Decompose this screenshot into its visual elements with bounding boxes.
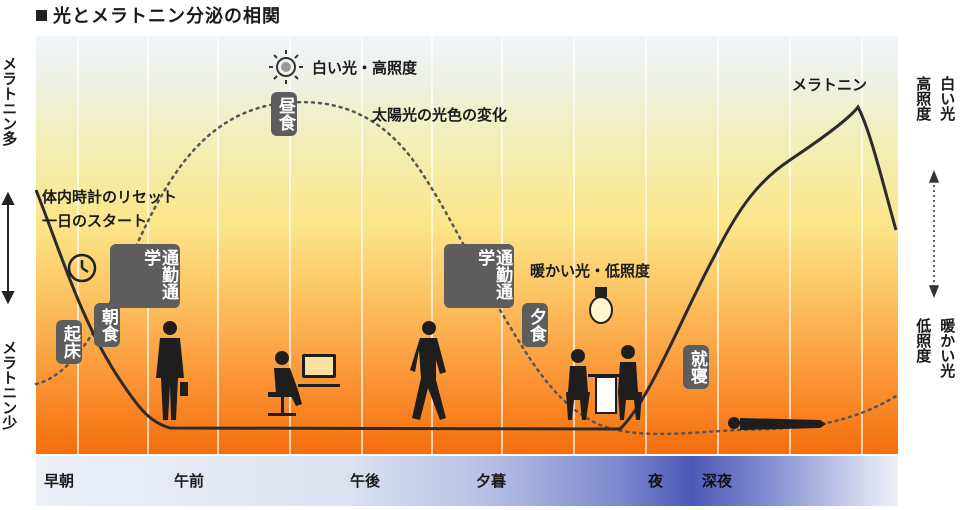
sleep-badge: 就寝: [683, 345, 709, 389]
time-label-dusk: 夕暮: [476, 472, 507, 490]
left-axis-label-top: メラトニン多: [0, 56, 19, 146]
melatonin-curve: [34, 104, 898, 431]
dining-couple-icon: [566, 345, 642, 420]
white-light-label: 白い光・高照度: [312, 59, 418, 77]
breakfast-badge: 朝食: [94, 303, 120, 347]
warm-light-label: 暖かい光・低照度: [530, 262, 651, 280]
walking-person-icon: [410, 321, 446, 420]
left-axis-arrow: [1, 191, 15, 305]
title-text: 光とメラトニン分泌の相関: [53, 6, 281, 27]
body-clock-label-line1: 体内時計のリセット: [42, 188, 178, 206]
right-axis-arrow: [928, 169, 940, 299]
sunlight-color-curve: [34, 100, 900, 436]
title-square-mark: [36, 10, 47, 21]
sunlight-change-label: 太陽光の光色の変化: [372, 106, 508, 124]
clock-icon: [67, 253, 97, 283]
body-clock-label-line2: 一日のスタート: [42, 212, 148, 230]
time-label-night: 夜: [648, 472, 664, 490]
sun-icon: [269, 50, 303, 84]
right-axis-label-top-col2: 白い光: [938, 76, 957, 121]
commute-am-badge: 通勤通学: [110, 244, 180, 308]
business-person-icon: [156, 321, 188, 420]
time-of-day-bar: [36, 456, 898, 506]
right-axis-label-top-col1: 高照度: [914, 76, 933, 121]
melatonin-label: メラトニン: [792, 76, 868, 94]
page-title: 光とメラトニン分泌の相関: [36, 2, 281, 28]
right-axis-label-bottom-col2: 暖かい光: [938, 318, 957, 378]
wake-badge: 起床: [56, 320, 82, 364]
time-label-early-morning: 早朝: [44, 472, 75, 490]
right-axis-label-bottom-col1: 低照度: [914, 318, 933, 363]
light-bulb-icon: [589, 287, 613, 324]
time-label-afternoon: 午後: [350, 472, 381, 490]
commute-pm-badge: 通勤通学: [444, 244, 514, 308]
lunch-badge: 昼食: [271, 92, 297, 136]
time-label-morning: 午前: [174, 472, 205, 490]
sleeping-person-icon: [728, 417, 826, 430]
time-label-late-night: 深夜: [702, 472, 733, 490]
left-axis-label-bottom: メラトニン少: [0, 340, 19, 430]
dinner-badge: 夕食: [522, 303, 548, 347]
desk-worker-icon: [268, 351, 340, 416]
